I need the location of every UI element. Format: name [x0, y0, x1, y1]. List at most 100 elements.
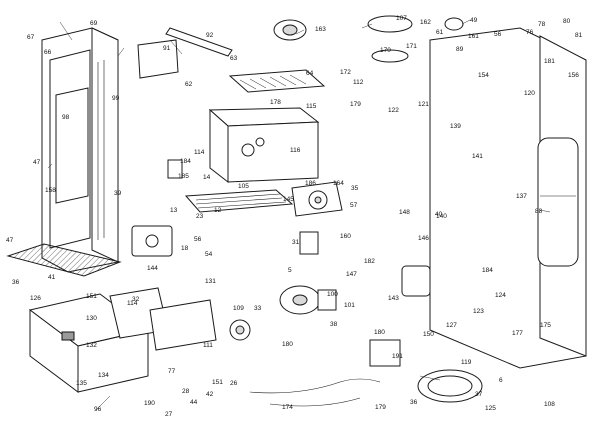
- top-bracket: [137, 27, 233, 79]
- callout-label: 36: [410, 399, 418, 406]
- callout-label: 150: [423, 331, 434, 338]
- callout-label: 178: [270, 99, 281, 106]
- callout-label: 41: [48, 274, 56, 281]
- callout-labels: 69 66 67 91 92 163 107 162 49 78 80 81 7…: [6, 15, 583, 418]
- callout-label: 130: [86, 315, 97, 322]
- callout-label: 148: [399, 209, 410, 216]
- callout-label: 115: [306, 103, 317, 110]
- callout-label: 121: [418, 101, 429, 108]
- burner: [184, 189, 294, 213]
- callout-label: 184: [482, 267, 493, 274]
- callout-label: 56: [494, 31, 502, 38]
- callout-label: 88: [535, 208, 543, 215]
- callout-label: 54: [205, 251, 213, 258]
- callout-label: 191: [392, 353, 403, 360]
- callout-label: 137: [516, 193, 527, 200]
- callout-label: 179: [375, 404, 386, 411]
- callout-label: 63: [230, 55, 238, 62]
- callout-label: 175: [540, 322, 551, 329]
- callout-label: 32: [132, 296, 140, 303]
- callout-label: 89: [456, 46, 464, 53]
- callout-label: 160: [340, 233, 351, 240]
- fittings: [167, 159, 431, 367]
- callout-label: 125: [485, 405, 496, 412]
- callout-label: 81: [575, 32, 583, 39]
- callout-label: 64: [306, 70, 314, 77]
- callout-label: 36: [12, 279, 20, 286]
- callout-label: 91: [163, 45, 171, 52]
- callout-label: 179: [350, 101, 361, 108]
- callout-label: 114: [127, 300, 138, 307]
- callout-label: 28: [182, 388, 190, 395]
- callout-label: 190: [144, 400, 155, 407]
- callout-label: 132: [86, 342, 97, 349]
- callout-label: 33: [254, 305, 262, 312]
- leader-lines: [47, 19, 551, 411]
- callout-label: 109: [233, 305, 244, 312]
- callout-label: 78: [538, 21, 546, 28]
- callout-label: 101: [344, 302, 355, 309]
- callout-label: 170: [380, 47, 391, 54]
- callout-label: 184: [180, 158, 191, 165]
- callout-label: 40: [435, 211, 443, 218]
- callout-label: 12: [214, 207, 222, 214]
- callout-label: 111: [203, 342, 213, 349]
- callout-label: 140: [436, 213, 447, 220]
- callout-label: 6: [499, 377, 503, 384]
- callout-label: 107: [396, 15, 407, 22]
- callout-label: 47: [33, 159, 41, 166]
- callout-label: 162: [420, 19, 431, 26]
- callout-label: 5: [288, 267, 292, 274]
- callout-label: 124: [495, 292, 506, 299]
- flue-fan: [291, 181, 343, 217]
- callout-label: 108: [544, 401, 555, 408]
- callout-label: 14: [203, 174, 211, 181]
- callout-label: 96: [94, 406, 102, 413]
- callout-label: 47: [6, 237, 14, 244]
- callout-label: 27: [165, 411, 173, 418]
- callout-label: 147: [346, 271, 357, 278]
- callout-label: 112: [353, 79, 364, 86]
- callout-label: 38: [330, 321, 338, 328]
- callout-label: 120: [524, 90, 535, 97]
- fan-assembly: [273, 19, 307, 41]
- callout-label: 99: [112, 95, 120, 102]
- callout-label: 141: [472, 153, 483, 160]
- callout-label: 66: [44, 49, 52, 56]
- pump-assembly: [279, 285, 337, 315]
- callout-label: 161: [468, 33, 479, 40]
- callout-label: 31: [292, 239, 300, 246]
- callout-label: 139: [450, 123, 461, 130]
- callout-label: 174: [282, 404, 293, 411]
- callout-label: 181: [544, 58, 555, 65]
- callout-label: 61: [436, 29, 444, 36]
- callout-label: 92: [206, 32, 214, 39]
- callout-label: 67: [27, 34, 35, 41]
- callout-label: 56: [194, 236, 202, 243]
- callout-label: 13: [170, 207, 178, 214]
- callout-label: 126: [30, 295, 41, 302]
- callout-label: 180: [374, 329, 385, 336]
- callout-label: 119: [461, 359, 472, 366]
- callout-label: 163: [315, 26, 326, 33]
- callout-label: 177: [512, 330, 523, 337]
- callout-label: 98: [62, 114, 70, 121]
- callout-label: 105: [238, 183, 249, 190]
- callout-label: 18: [181, 245, 189, 252]
- callout-label: 100: [327, 291, 338, 298]
- callout-label: 62: [185, 81, 193, 88]
- callout-label: 114: [194, 149, 205, 156]
- bottom-pipework: [249, 378, 381, 407]
- base-plate: [417, 369, 483, 403]
- callout-label: 80: [563, 18, 571, 25]
- left-frame-panel: [41, 27, 119, 273]
- callout-label: 57: [350, 202, 358, 209]
- callout-label: 35: [351, 185, 359, 192]
- callout-label: 77: [168, 368, 176, 375]
- callout-label: 131: [205, 278, 216, 285]
- callout-label: 180: [282, 341, 293, 348]
- callout-label: 182: [364, 258, 375, 265]
- callout-label: 39: [114, 190, 122, 197]
- callout-label: 44: [190, 399, 198, 406]
